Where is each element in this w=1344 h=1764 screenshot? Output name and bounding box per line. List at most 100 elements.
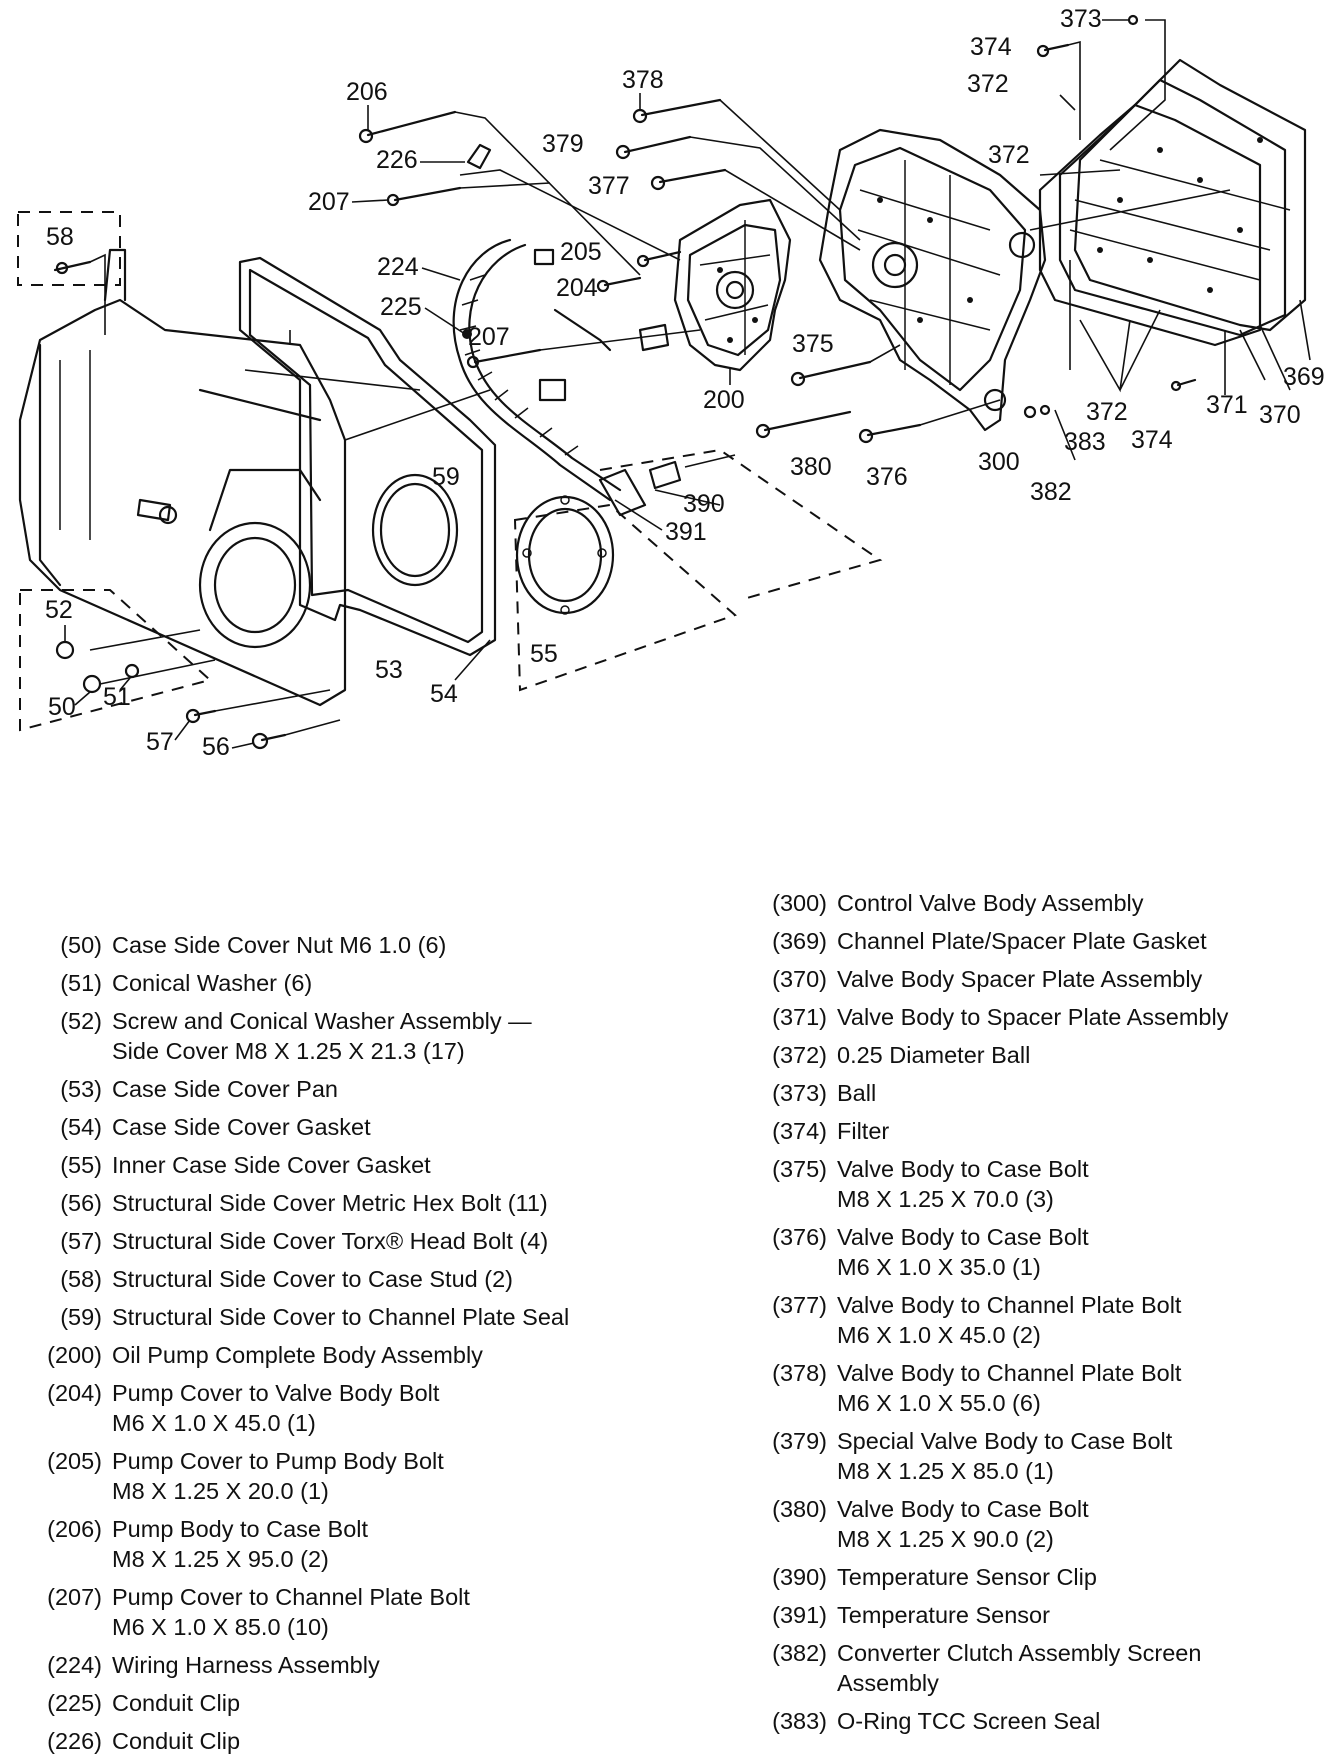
legend-number: (375) — [772, 1156, 827, 1182]
temperature-sensor-clip — [648, 454, 736, 490]
legend-item: (391)Temperature Sensor — [745, 1600, 1335, 1630]
legend-description: Pump Cover to Pump Body Bolt M8 X 1.25 X… — [112, 1448, 444, 1504]
leader-lines — [89, 19, 1311, 736]
callout-labels: 373 374 372 206 378 379 226 377 372 207 … — [45, 5, 1325, 761]
legend-item: (375)Valve Body to Case Bolt M8 X 1.25 X… — [745, 1154, 1335, 1214]
legend-number: (378) — [772, 1360, 827, 1386]
legend-description: Screw and Conical Washer Assembly — Side… — [112, 1008, 532, 1064]
legend-description: Case Side Cover Pan — [112, 1076, 338, 1102]
legend-item: (374) Filter — [745, 1116, 1335, 1146]
legend-description: Channel Plate/Spacer Plate Gasket — [837, 928, 1207, 954]
legend-item: (371)Valve Body to Spacer Plate Assembly — [745, 1002, 1335, 1032]
callout-383: 383 — [1064, 428, 1106, 456]
fastener-dashed-box — [19, 589, 213, 732]
callout-225: 225 — [380, 293, 422, 321]
callout-50: 50 — [48, 693, 76, 721]
legend-item: (50)Case Side Cover Nut M6 1.0 (6) — [20, 930, 680, 960]
legend-description: Conical Washer (6) — [112, 970, 313, 996]
legend-right: (300)Control Valve Body Assembly(369)Cha… — [745, 888, 1335, 1744]
legend-number: (391) — [772, 1602, 827, 1628]
callout-226: 226 — [376, 146, 418, 174]
callout-53: 53 — [375, 656, 403, 684]
legend-item: (206)Pump Body to Case Bolt M8 X 1.25 X … — [20, 1514, 680, 1574]
legend-description: Case Side Cover Nut M6 1.0 (6) — [112, 932, 447, 958]
legend-description: Case Side Cover Gasket — [112, 1114, 371, 1140]
legend-description: Conduit Clip — [112, 1690, 241, 1716]
stud-58 — [53, 260, 92, 275]
legend-number: (371) — [772, 1004, 827, 1030]
legend-number: (204) — [47, 1380, 102, 1406]
legend-number: (58) — [60, 1266, 102, 1292]
legend-description: Oil Pump Complete Body Assembly — [112, 1342, 483, 1368]
callout-55: 55 — [530, 640, 558, 668]
legend-number: (374) — [772, 1118, 827, 1144]
legend-description: Valve Body Spacer Plate Assembly — [837, 966, 1203, 992]
legend-item: (205) Pump Cover to Pump Body Bolt M8 X 1… — [20, 1446, 680, 1506]
legend-item: (224)Wiring Harness Assembly — [20, 1650, 680, 1680]
legend-description: Structural Side Cover to Case Stud (2) — [112, 1266, 513, 1292]
diagram-canvas: 373 374 372 206 378 379 226 377 372 207 … — [17, 5, 1325, 761]
legend-description: O-Ring TCC Screen Seal — [837, 1708, 1101, 1734]
callout-200: 200 — [703, 386, 745, 414]
legend-item: (377)Valve Body to Channel Plate Bolt M6… — [745, 1290, 1335, 1350]
legend-description: 0.25 Diameter Ball — [837, 1042, 1031, 1068]
callout-58: 58 — [46, 223, 74, 251]
legend-description: Pump Cover to Channel Plate Bolt M6 X 1.… — [112, 1584, 470, 1640]
legend-description: Valve Body to Case Bolt M8 X 1.25 X 90.0… — [837, 1496, 1089, 1552]
legend-number: (205) — [47, 1448, 102, 1474]
stud-dashed-box — [17, 211, 121, 286]
inner-case-side-cover-gasket — [515, 495, 615, 615]
legend-item: (204) Pump Cover to Valve Body Bolt M6 X … — [20, 1378, 680, 1438]
legend-number: (373) — [772, 1080, 827, 1106]
legend-number: (372) — [772, 1042, 827, 1068]
legend-number: (383) — [772, 1708, 827, 1734]
callout-52: 52 — [45, 596, 73, 624]
callout-51: 51 — [103, 683, 131, 711]
legend-description: Filter — [837, 1118, 890, 1144]
callout-374-bottom: 374 — [1131, 426, 1173, 454]
callout-375: 375 — [792, 330, 834, 358]
legend-number: (59) — [60, 1304, 102, 1330]
callout-204: 204 — [556, 274, 598, 302]
legend-number: (54) — [60, 1114, 102, 1140]
legend-item: (53)Case Side Cover Pan — [20, 1074, 680, 1104]
legend-description: Pump Body to Case Bolt M8 X 1.25 X 95.0 … — [112, 1516, 369, 1572]
legend-item: (378)Valve Body to Channel Plate Bolt M6… — [745, 1358, 1335, 1418]
legend-number: (200) — [47, 1342, 102, 1368]
inner-gasket-dashed-box — [513, 503, 737, 692]
legend-number: (225) — [47, 1690, 102, 1716]
callout-372-mid: 372 — [988, 141, 1030, 169]
sensor-dashed-box — [599, 448, 883, 601]
legend-item: (390)Temperature Sensor Clip — [745, 1562, 1335, 1592]
exploded-view-diagram: 373 374 372 206 378 379 226 377 372 207 … — [0, 0, 1344, 800]
callout-224: 224 — [377, 253, 419, 281]
callout-376: 376 — [866, 463, 908, 491]
legend-number: (380) — [772, 1496, 827, 1522]
bolts — [55, 43, 1197, 750]
legend-number: (379) — [772, 1428, 827, 1454]
legend-description: Conduit Clip — [112, 1728, 241, 1754]
legend-item: (380) Valve Body to Case Bolt M8 X 1.25 X… — [745, 1494, 1335, 1554]
legend-number: (207) — [47, 1584, 102, 1610]
legend-number: (226) — [47, 1728, 102, 1754]
callout-59: 59 — [432, 463, 460, 491]
legend-number: (376) — [772, 1224, 827, 1250]
legend-description: Wiring Harness Assembly — [112, 1652, 380, 1678]
callout-373: 373 — [1060, 5, 1102, 33]
legend-item: (226) Conduit Clip — [20, 1726, 680, 1756]
legend-description: Valve Body to Case Bolt M6 X 1.0 X 35.0 … — [837, 1224, 1089, 1280]
callout-372-bottom: 372 — [1086, 398, 1128, 426]
legend-item: (383) O-Ring TCC Screen Seal — [745, 1706, 1335, 1736]
legend-description: Valve Body to Channel Plate Bolt M6 X 1.… — [837, 1292, 1182, 1348]
legend-description: Pump Cover to Valve Body Bolt M6 X 1.0 X… — [112, 1380, 440, 1436]
callout-205: 205 — [560, 238, 602, 266]
legend-item: (382) Converter Clutch Assembly Screen As… — [745, 1638, 1335, 1698]
legend-item: (379)Special Valve Body to Case Bolt M8 … — [745, 1426, 1335, 1486]
callout-207-top: 207 — [308, 188, 350, 216]
legend-number: (382) — [772, 1640, 827, 1666]
legend-item: (57)Structural Side Cover Torx® Head Bol… — [20, 1226, 680, 1256]
legend-number: (55) — [60, 1152, 102, 1178]
legend-description: Converter Clutch Assembly Screen Assembl… — [837, 1640, 1202, 1696]
legend-number: (300) — [772, 890, 827, 916]
callout-380: 380 — [790, 453, 832, 481]
